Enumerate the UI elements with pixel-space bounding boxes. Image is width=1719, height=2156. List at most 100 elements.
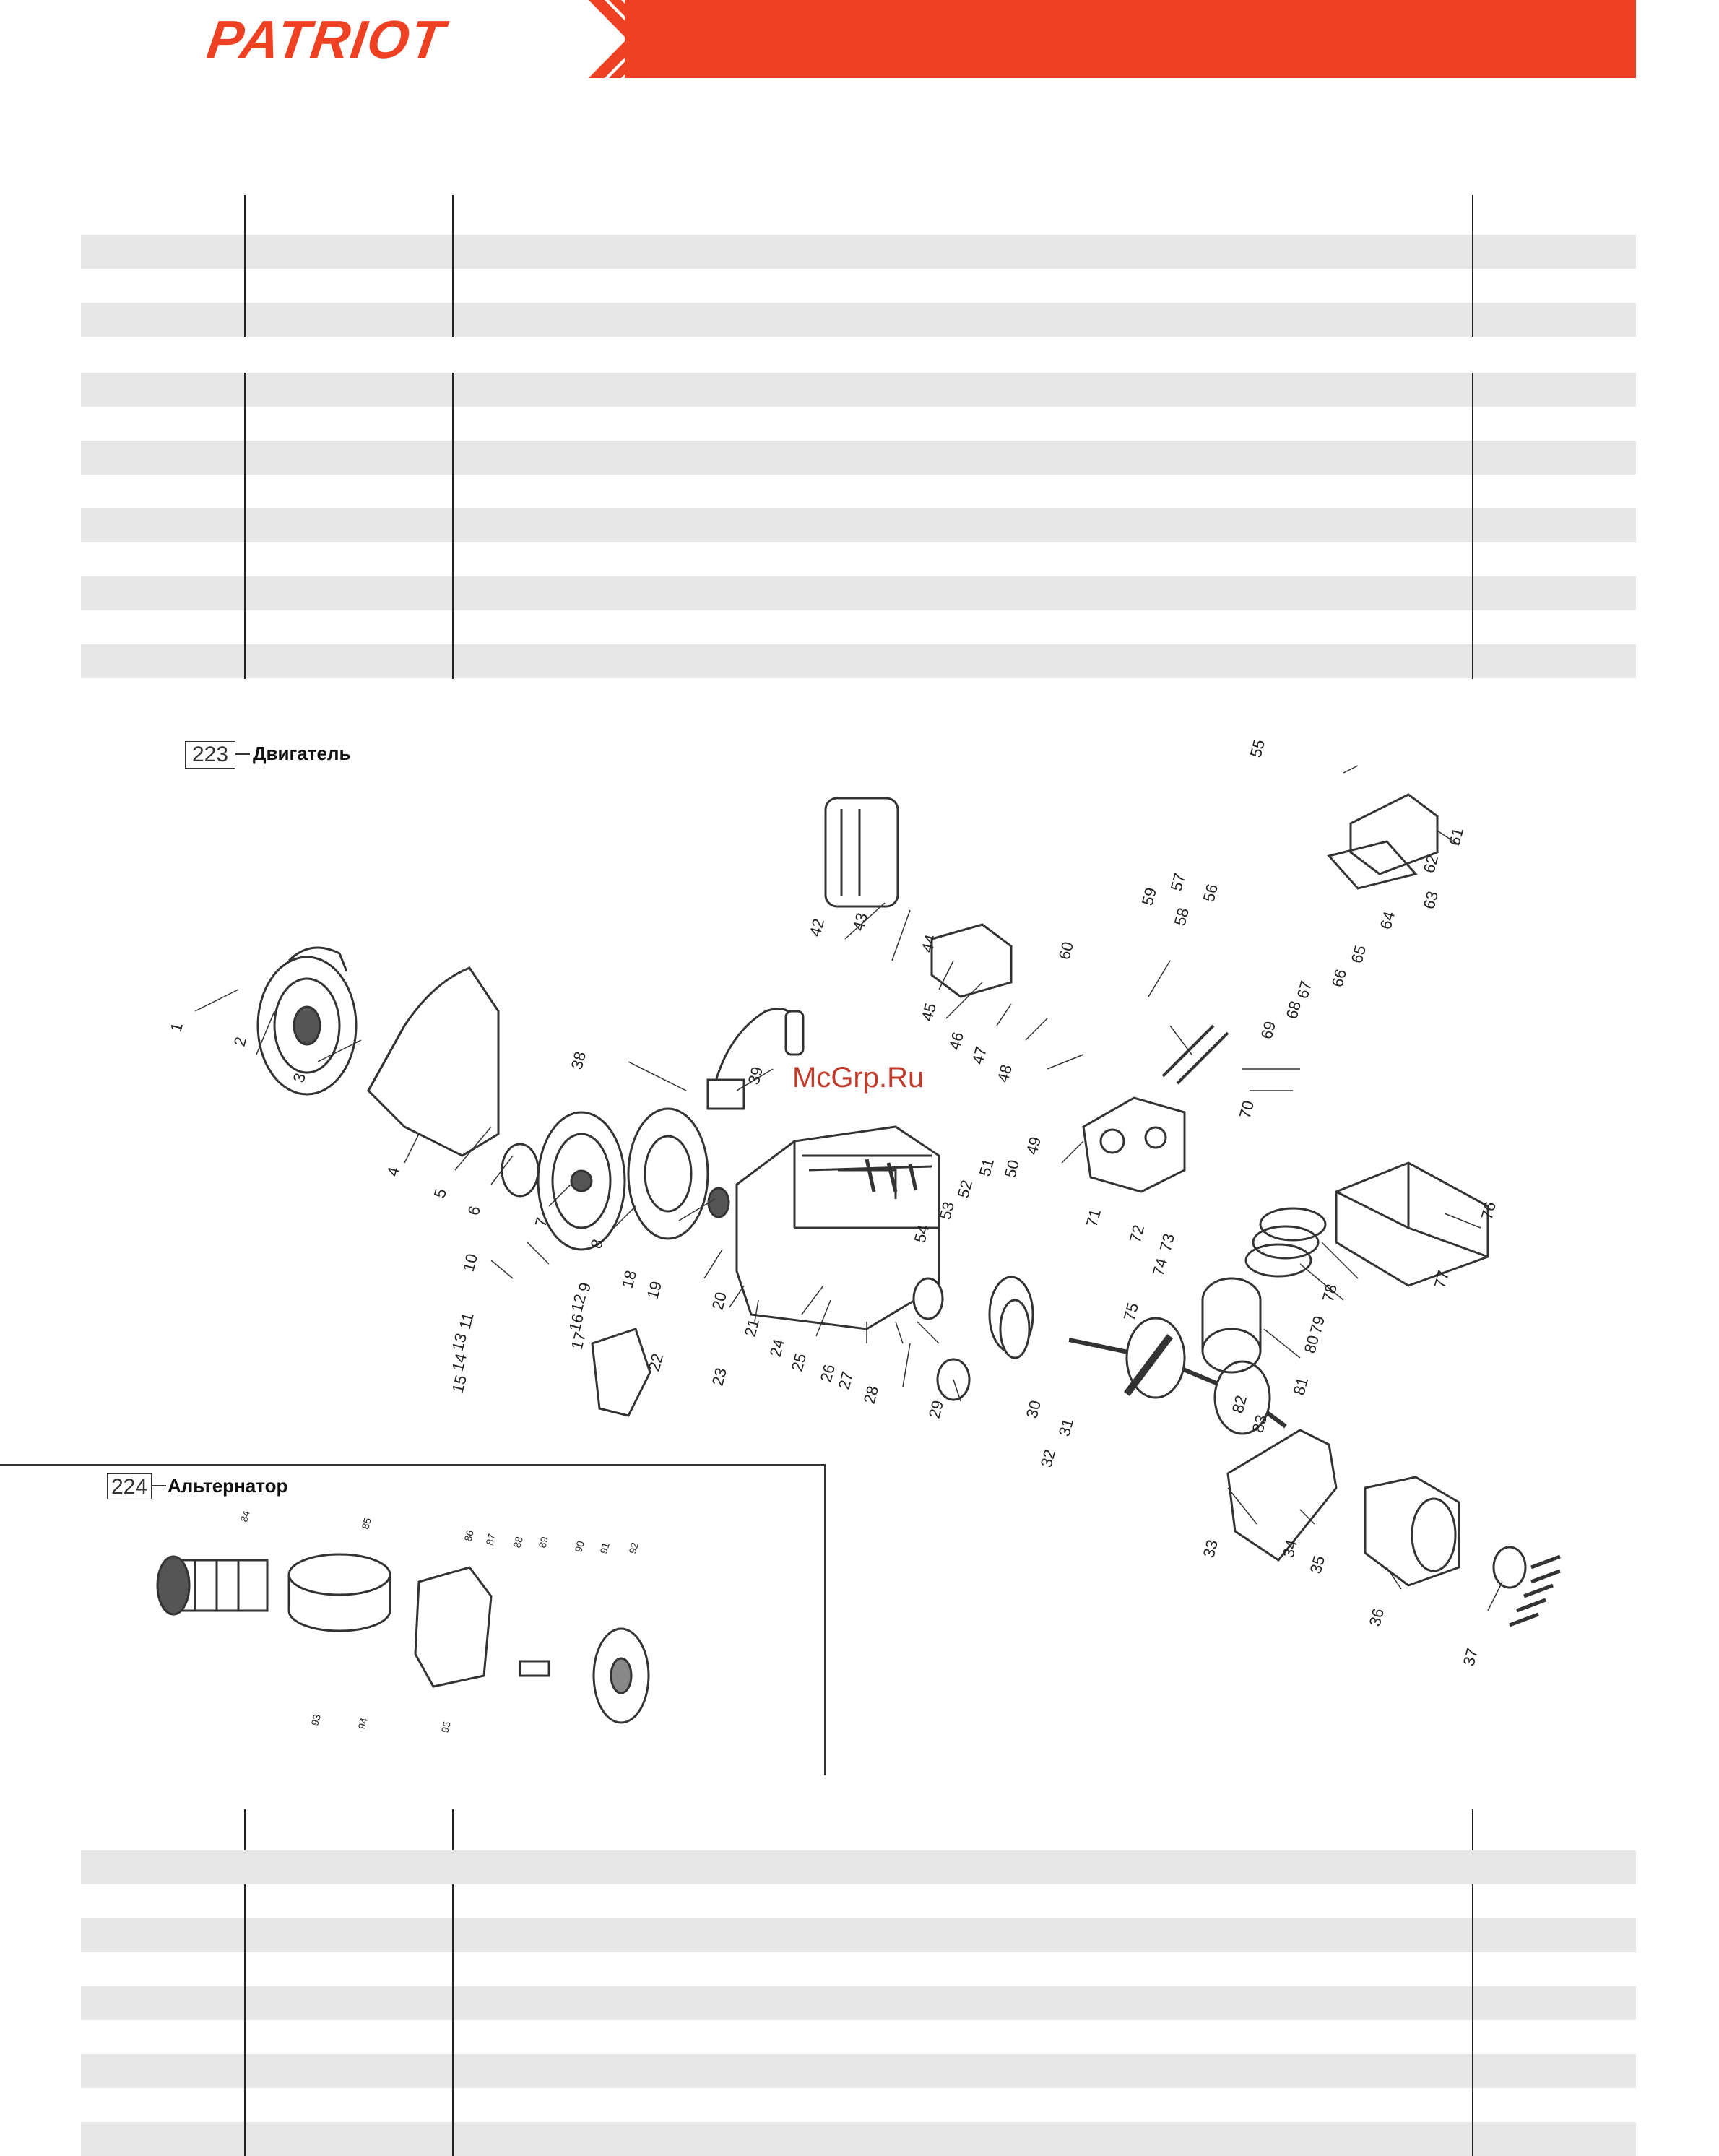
callout-number: 87 [483, 1532, 498, 1546]
callout-number: 89 [536, 1535, 550, 1549]
callout-number: 73 [1156, 1231, 1178, 1253]
callout-number: 36 [1366, 1606, 1387, 1628]
callout-number: 74 [1149, 1256, 1171, 1278]
callout-number: 42 [806, 917, 828, 938]
callout-number: 84 [238, 1509, 252, 1523]
callout-number: 12 [568, 1292, 589, 1314]
callout-number: 95 [438, 1720, 453, 1733]
alternator-parts-drawing [156, 1553, 650, 1724]
callout-number: 25 [788, 1351, 810, 1373]
callout-number: 70 [1236, 1099, 1257, 1120]
callout-number: 31 [1055, 1416, 1077, 1438]
muffler-drawing [1335, 1161, 1489, 1287]
callout-number: 29 [925, 1398, 947, 1420]
callout-number: 34 [1279, 1538, 1301, 1559]
callout-number: 92 [626, 1541, 641, 1554]
engine-section-number: 223 [185, 741, 235, 769]
side-cover-drawing [1226, 1429, 1338, 1562]
bearing-housing-drawing [1364, 1476, 1527, 1589]
callout-number: 10 [459, 1252, 481, 1273]
callout-number: 4 [384, 1165, 403, 1178]
callout-number: 94 [355, 1716, 370, 1730]
callout-number: 27 [835, 1369, 857, 1391]
cam-gear-drawing [936, 1299, 1031, 1401]
callout-number: 22 [645, 1351, 667, 1373]
callout-number: 59 [1138, 886, 1160, 907]
header-bar [625, 0, 1636, 78]
engine-parts-drawing [256, 793, 1561, 1627]
callout-number: 93 [308, 1713, 323, 1726]
governor-arm-drawing [591, 1328, 651, 1417]
callout-number: 17 [568, 1330, 589, 1351]
callout-number: 57 [1167, 871, 1189, 893]
bottom-parts-table [81, 1809, 1636, 2156]
callout-number: 55 [1247, 737, 1268, 759]
callout-number: 43 [849, 911, 871, 932]
label-dash [152, 1485, 166, 1486]
callout-number: 30 [1023, 1398, 1044, 1420]
piston-drawing [1124, 1207, 1327, 1396]
top-parts-table [81, 195, 1636, 679]
callout-number: 11 [456, 1311, 477, 1332]
carburetor-drawing [930, 923, 1013, 998]
stator-drawing [287, 1553, 391, 1632]
column-divider [244, 195, 246, 337]
bolts-drawing [865, 1159, 1561, 1627]
callout-number: 49 [1023, 1135, 1044, 1156]
column-divider [1472, 1809, 1473, 1850]
callout-number: 56 [1200, 882, 1221, 904]
callout-number: 1 [167, 1021, 186, 1034]
callout-number: 85 [359, 1516, 373, 1530]
column-divider [452, 195, 454, 337]
callout-number: 72 [1126, 1223, 1148, 1244]
table-row [81, 508, 1636, 542]
ignition-lead-drawing [714, 1008, 796, 1084]
column-divider [1472, 373, 1473, 679]
callout-number: 90 [572, 1539, 586, 1553]
callout-number: 23 [709, 1366, 730, 1387]
callout-number: 38 [568, 1049, 589, 1071]
air-filter-drawing [824, 797, 899, 908]
callout-number: 47 [969, 1044, 990, 1066]
callout-number: 69 [1257, 1019, 1279, 1041]
recoil-starter-drawing [256, 946, 358, 1096]
callout-number: 32 [1037, 1447, 1059, 1469]
table-row [81, 373, 1636, 407]
callout-number: 67 [1294, 979, 1315, 1000]
callout-number: 68 [1283, 999, 1304, 1021]
callout-number: 63 [1420, 889, 1442, 911]
column-divider [452, 373, 454, 679]
callout-number: 79 [1307, 1314, 1328, 1335]
callout-number: 81 [1290, 1375, 1312, 1397]
table-row [81, 441, 1636, 475]
callout-number: 28 [860, 1384, 882, 1406]
table-row [81, 2054, 1636, 2088]
callout-number: 35 [1307, 1554, 1328, 1575]
table-row [81, 576, 1636, 610]
callout-number: 53 [936, 1200, 958, 1221]
engine-section-title: Двигатель [253, 743, 351, 764]
rotor-drawing [156, 1555, 269, 1616]
callout-number: 6 [464, 1204, 484, 1217]
callout-number: 64 [1377, 909, 1398, 931]
alternator-section-number: 224 [107, 1473, 152, 1499]
callout-number: 15 [449, 1373, 470, 1395]
callout-number: 16 [566, 1312, 587, 1333]
table-row [81, 644, 1636, 678]
flywheel-drawing [537, 1107, 730, 1251]
callout-number: 9 [575, 1281, 594, 1294]
column-divider [244, 1884, 246, 2156]
callout-number: 14 [449, 1351, 470, 1373]
callout-number: 86 [462, 1528, 476, 1542]
alternator-section-title: Альтернатор [168, 1475, 288, 1497]
fan-shroud-drawing [367, 966, 500, 1157]
label-dash [235, 753, 250, 755]
callout-number: 39 [745, 1065, 766, 1086]
fan-disc-drawing [592, 1627, 650, 1724]
callout-number: 61 [1445, 826, 1467, 847]
callout-number: 37 [1460, 1646, 1481, 1668]
callout-leaders [194, 765, 1503, 1611]
push-rods-drawing [1161, 1024, 1229, 1085]
callout-number: 18 [618, 1268, 640, 1290]
callout-number: 76 [1478, 1200, 1499, 1221]
